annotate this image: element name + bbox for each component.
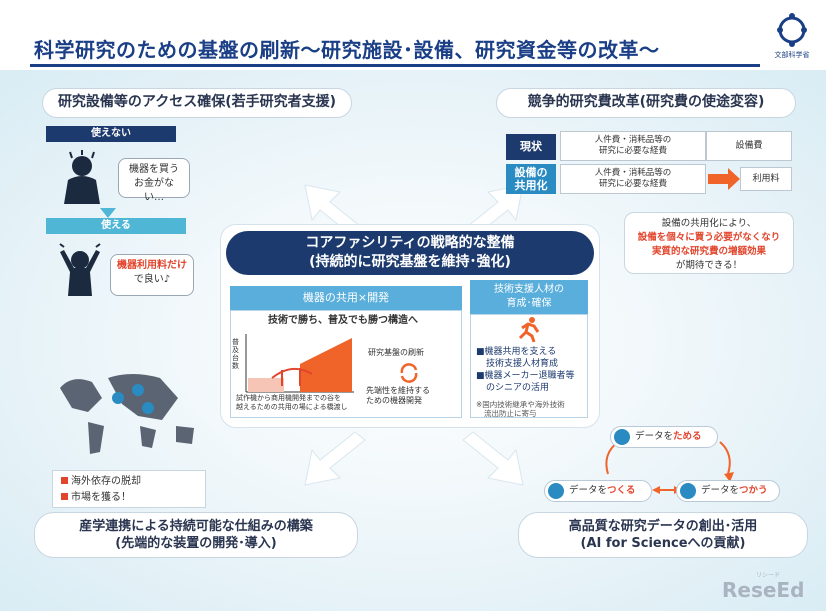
current-label: 現状	[506, 134, 556, 160]
store-prefix: データを	[635, 431, 674, 442]
troubled-person-icon	[64, 150, 100, 204]
bubble1-line2: お金がない…	[134, 178, 174, 203]
dev-line1: 先端性を維持する	[366, 386, 430, 395]
make-prefix: データを	[569, 485, 608, 496]
shared-benefit-note: 設備の共用化により、 設備を個々に買う必要がなくなり 実質的な研究費の増額効果 …	[624, 212, 794, 274]
dev-line2: ための機器開発	[366, 396, 422, 405]
happy-person-icon	[59, 243, 101, 296]
row1-cost-line1: 人件費・消耗品等の	[594, 135, 672, 145]
adoption-ylabel: 普及台数	[232, 338, 239, 370]
bottom-left-caption: 産学連携による持続可能な仕組みの構築 (先端的な装置の開発･導入)	[34, 512, 358, 558]
bottom-right-caption-line1: 高品質な研究データの創出･活用	[568, 519, 758, 534]
note-item-2: 市場を獲る！	[61, 490, 197, 506]
item1-line2: 技術支援人材育成	[486, 359, 559, 369]
equipment-cost-box: 設備費	[706, 131, 792, 161]
row2-label-line1: 設備の	[514, 166, 548, 179]
note-line2b: 流出防止に寄与	[484, 409, 537, 418]
note1-text: 海外依存の脱却	[71, 476, 141, 487]
bottom-right-caption: 高品質な研究データの創出･活用 (AI for Scienceへの貢献)	[518, 512, 808, 558]
world-map-icon	[60, 374, 194, 454]
item1-line1: ■機器共用を支える	[476, 347, 557, 357]
runner-icon	[518, 317, 540, 342]
make-data-icon	[548, 483, 564, 499]
use-red: つかう	[739, 485, 768, 496]
sharing-dev-header: 機器の共用×開発	[230, 286, 462, 310]
note-line1: 設備の共用化により、	[661, 218, 757, 229]
item2-line2: のシニアの活用	[486, 383, 550, 393]
row2-label-line2: 共用化	[514, 179, 548, 192]
top-left-caption: 研究設備等のアクセス確保(若手研究者支援)	[42, 88, 352, 118]
bubble2-red: 機器利用料だけ	[117, 260, 187, 271]
title-rule	[30, 64, 760, 67]
usage-fee-box: 利用料	[740, 167, 792, 191]
store-data-pill: データをためる	[610, 426, 718, 448]
shared-cost-box: 人件費・消耗品等の 研究に必要な経費	[560, 164, 706, 194]
center-title-line1: コアファシリティの戦略的な整備	[305, 235, 515, 251]
foot-line1: 試作機から商用機開発までの谷を	[236, 394, 341, 402]
bubble2-rest: で良い♪	[133, 274, 171, 285]
bottom-left-caption-line1: 産学連携による持続可能な仕組みの構築	[79, 519, 313, 534]
arrow-right-icon	[708, 168, 740, 190]
logo-text: 文部科学省	[774, 51, 810, 59]
win-structure-text: 技術で勝ち、普及でも勝つ構造へ	[268, 315, 418, 326]
item2-line1: ■機器メーカー退職者等	[476, 371, 575, 381]
right-header-line1: 技術支援人材の	[494, 284, 564, 295]
cannot-use-bar: 使えない	[46, 126, 176, 142]
down-triangle-icon	[100, 208, 116, 218]
adoption-growth-graphic	[245, 334, 354, 393]
page-title: 科学研究のための基盤の刷新～研究施設･設備、研究資金等の改革～	[34, 38, 660, 62]
row1-cost-line2: 研究に必要な経費	[598, 146, 667, 156]
make-red: つくる	[607, 485, 636, 496]
brain-icon	[680, 483, 696, 499]
current-cost-box: 人件費・消耗品等の 研究に必要な経費	[560, 131, 706, 161]
use-prefix: データを	[701, 485, 740, 496]
row2-cost-line2: 研究に必要な経費	[598, 179, 667, 189]
support-note: ※国内技術継承や海外技術 流出防止に寄与	[476, 400, 565, 418]
bottom-left-caption-line2: (先端的な装置の開発･導入)	[115, 536, 277, 551]
device-dev-text: 先端性を維持する ための機器開発	[366, 386, 430, 406]
support-staff-body	[470, 314, 588, 418]
note-red2: 実質的な研究費の増額効果	[651, 246, 766, 257]
row2-cost-line1: 人件費・消耗品等の	[594, 168, 672, 178]
note-line1b: ※国内技術継承や海外技術	[476, 400, 565, 409]
support-staff-header: 技術支援人材の 育成･確保	[470, 280, 588, 314]
support-items: ■機器共用を支える 技術支援人材育成 ■機器メーカー退職者等 のシニアの活用	[476, 346, 575, 394]
make-data-pill: データをつくる	[544, 480, 652, 502]
top-right-caption: 競争的研究費改革(研究費の使途変容)	[496, 88, 796, 118]
no-money-bubble: 機器を買う お金がない…	[118, 158, 190, 203]
arrow-down-left-icon	[304, 431, 366, 486]
center-title-line2: (持続的に研究基盤を維持･強化)	[309, 254, 511, 270]
fee-only-bubble: 機器利用料だけ で良い♪	[110, 254, 194, 296]
arrow-down-right-icon	[462, 431, 524, 486]
note2-text: 市場を獲る！	[71, 492, 131, 503]
shared-label: 設備の 共用化	[506, 164, 556, 194]
renewal-text: 研究基盤の刷新	[368, 348, 424, 357]
use-data-pill: データをつかう	[676, 480, 780, 502]
right-header-line2: 育成･確保	[506, 298, 552, 309]
ministry-logo-icon	[777, 13, 807, 47]
note-line3: が期待できる！	[675, 260, 743, 271]
bubble1-line1: 機器を買う	[129, 164, 179, 175]
store-red: ためる	[673, 431, 702, 442]
cycle-icon	[400, 363, 418, 383]
note-red1: 設備を個々に買う必要がなくなり	[637, 232, 781, 243]
database-icon	[614, 429, 630, 445]
bottom-right-caption-line2: (AI for Scienceへの貢献)	[580, 536, 746, 551]
can-use-bar: 使える	[46, 218, 186, 234]
overseas-note: 海外依存の脱却 市場を獲る！	[52, 470, 206, 508]
center-title: コアファシリティの戦略的な整備 (持続的に研究基盤を維持･強化)	[226, 231, 594, 275]
bridge-text: 試作機から商用機開発までの谷を 越えるための共用の場による橋渡し	[236, 394, 348, 412]
watermark-small: リシード	[756, 572, 781, 579]
watermark: ReseEd	[722, 578, 805, 602]
foot-line2: 越えるための共用の場による橋渡し	[236, 403, 348, 411]
note-item-1: 海外依存の脱却	[61, 474, 197, 490]
